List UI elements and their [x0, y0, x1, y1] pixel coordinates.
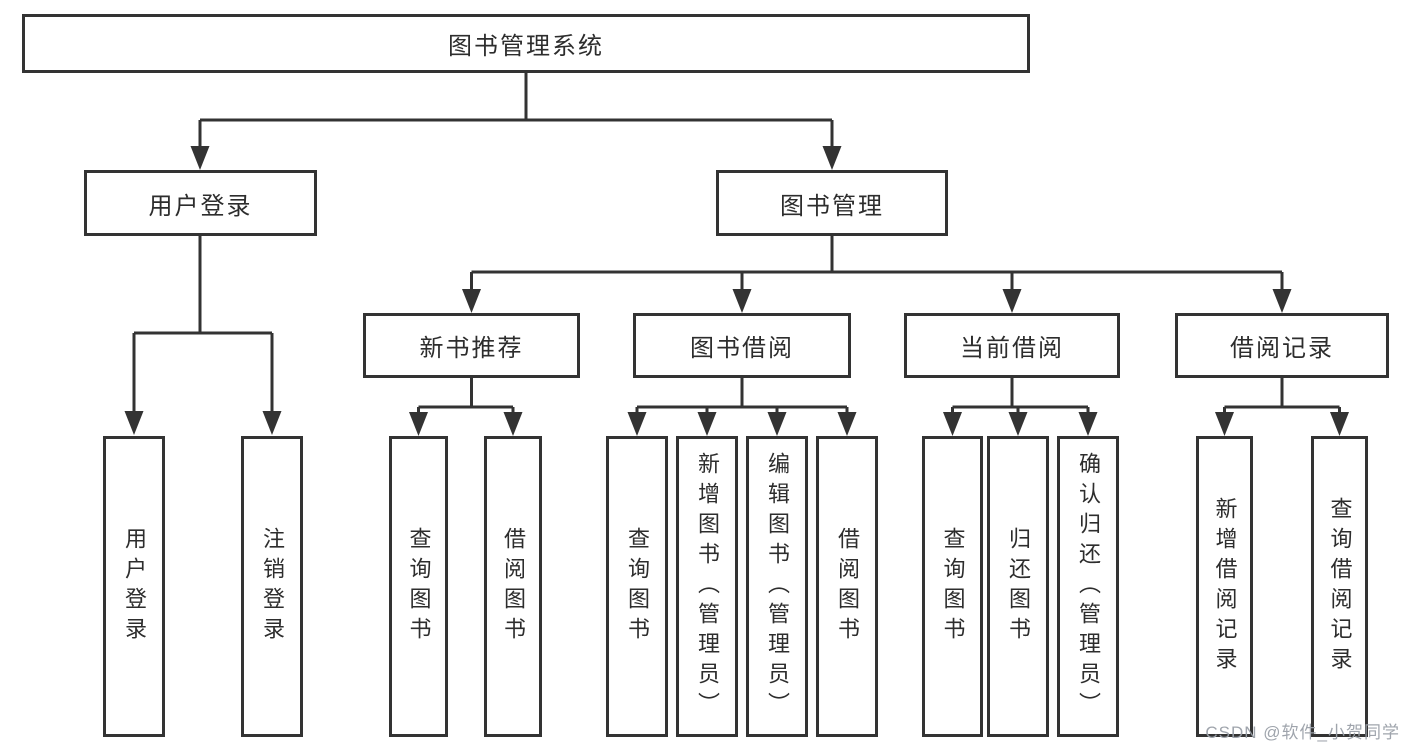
leaf-borrow-books-recommend: 借阅图书 [484, 436, 542, 737]
leaf-return-book: 归还图书 [987, 436, 1049, 737]
node-current-borrowing: 当前借阅 [904, 313, 1120, 378]
leaf-user-login: 用户登录 [103, 436, 165, 737]
leaf-query-books-borrowing: 查询图书 [606, 436, 668, 737]
leaf-add-book-admin: 新增图书（管理员） [676, 436, 738, 737]
leaf-confirm-return-admin: 确认归还（管理员） [1057, 436, 1119, 737]
node-borrowing-records: 借阅记录 [1175, 313, 1389, 378]
node-book-borrowing: 图书借阅 [633, 313, 851, 378]
leaf-add-borrow-record: 新增借阅记录 [1196, 436, 1253, 737]
node-user-login: 用户登录 [84, 170, 317, 236]
node-new-book-recommend: 新书推荐 [363, 313, 580, 378]
leaf-edit-book-admin: 编辑图书（管理员） [746, 436, 808, 737]
leaf-logout: 注销登录 [241, 436, 303, 737]
leaf-query-borrow-record: 查询借阅记录 [1311, 436, 1368, 737]
node-book-management: 图书管理 [716, 170, 948, 236]
leaf-borrow-books-borrowing: 借阅图书 [816, 436, 878, 737]
leaf-query-books-current: 查询图书 [922, 436, 983, 737]
csdn-watermark: CSDN @软件_小贺同学 [1205, 723, 1400, 742]
leaf-query-books-recommend: 查询图书 [389, 436, 448, 737]
node-library-management-system: 图书管理系统 [22, 14, 1030, 73]
